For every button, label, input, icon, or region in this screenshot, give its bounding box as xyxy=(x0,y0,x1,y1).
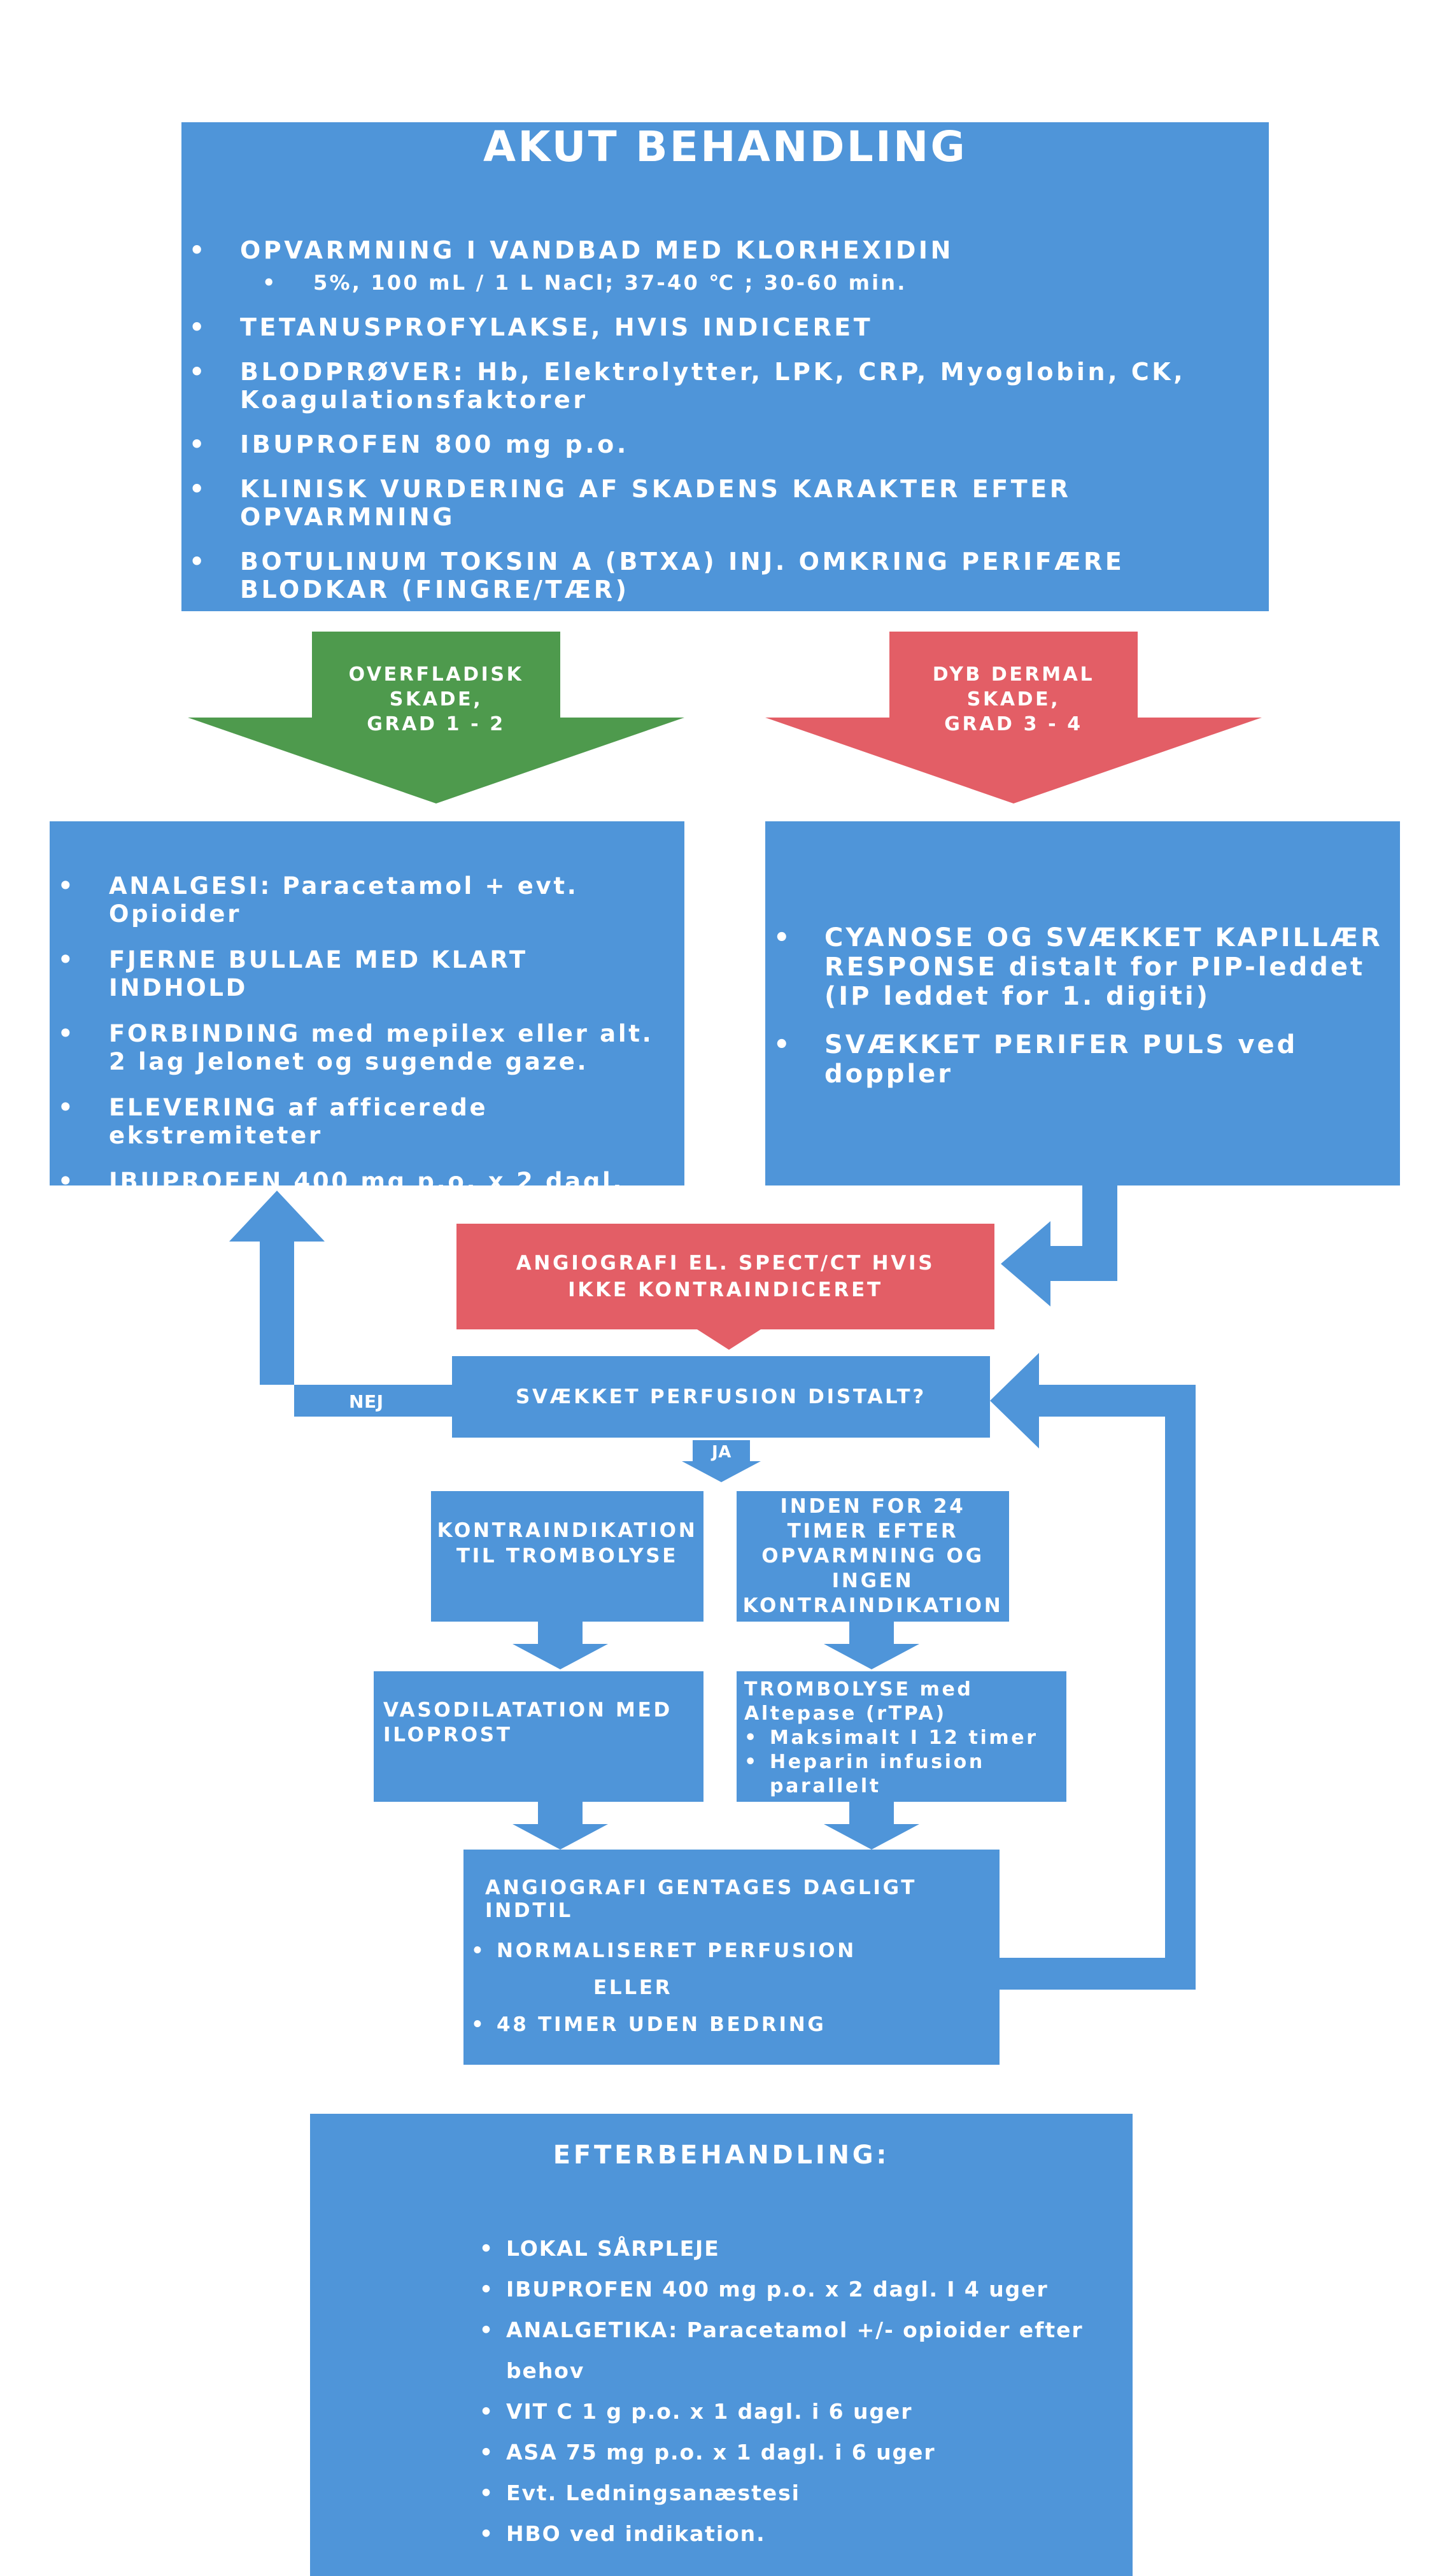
after-item-asa: ASA 75 mg p.o. x 1 dagl. i 6 uger xyxy=(479,2432,1111,2473)
perfusion-question-text: SVÆKKET PERFUSION DISTALT? xyxy=(516,1385,926,1408)
vasodilatation-box: VASODILATATION MED ILOPROST xyxy=(374,1671,703,1802)
after-title: EFTERBEHANDLING: xyxy=(553,2141,890,2170)
acute-item-warming: OPVARMNING I VANDBAD MED KLORHEXIDIN xyxy=(189,236,1246,265)
deep-arrow-label: DYB DERMAL SKADE, GRAD 3 - 4 xyxy=(889,662,1138,737)
after-item-analgesics: ANALGETIKA: Paracetamol +/- opioider eft… xyxy=(479,2310,1111,2391)
acute-item-tetanus: TETANUSPROFYLAKSE, HVIS INDICERET xyxy=(189,313,1246,341)
superficial-list: ANALGESI: Paracetamol + evt. Opioider FJ… xyxy=(58,872,669,1196)
superficial-label-line1: OVERFLADISK xyxy=(348,663,524,686)
after-list: LOKAL SÅRPLEJE IBUPROFEN 400 mg p.o. x 2… xyxy=(479,2228,1111,2554)
thrombolysis-item-max: Maksimalt I 12 timer xyxy=(744,1726,1060,1750)
vasodilatation-text: VASODILATATION MED ILOPROST xyxy=(383,1699,672,1746)
after-item-vitc: VIT C 1 g p.o. x 1 dagl. i 6 uger xyxy=(479,2391,1111,2432)
deep-list: CYANOSE OG SVÆKKET KAPILLÆR RESPONSE dis… xyxy=(774,923,1385,1089)
deep-label-line2: SKADE, xyxy=(966,688,1061,711)
acute-treatment-box: AKUT BEHANDLING OPVARMNING I VANDBAD MED… xyxy=(181,122,1269,611)
angio-pointer xyxy=(697,1329,761,1350)
thrombolysis-box: TROMBOLYSE med Altepase (rTPA) Maksimalt… xyxy=(737,1671,1066,1802)
acute-list: OPVARMNING I VANDBAD MED KLORHEXIDIN xyxy=(189,236,1246,265)
thrombolysis-item-heparin: Heparin infusion parallelt xyxy=(744,1750,1060,1799)
down-arrow-4 xyxy=(824,1802,919,1850)
deep-item-pulse: SVÆKKET PERIFER PULS ved doppler xyxy=(774,1030,1385,1089)
down-arrow-1 xyxy=(512,1622,608,1669)
deep-label-line1: DYB DERMAL xyxy=(932,663,1095,686)
after-treatment-box: EFTERBEHANDLING: LOKAL SÅRPLEJE IBUPROFE… xyxy=(310,2114,1133,2576)
repeat-or: ELLER xyxy=(593,1976,673,1999)
thrombolysis-title: TROMBOLYSE med Altepase (rTPA) xyxy=(744,1678,973,1725)
superficial-label-line2: SKADE, xyxy=(389,688,483,711)
deep-label-line3: GRAD 3 - 4 xyxy=(944,713,1083,735)
repeat-item-normalized: NORMALISERET PERFUSION xyxy=(471,1932,856,1969)
superficial-label-line3: GRAD 1 - 2 xyxy=(367,713,505,735)
deep-box: CYANOSE OG SVÆKKET KAPILLÆR RESPONSE dis… xyxy=(765,821,1400,1185)
deep-item-cyanosis: CYANOSE OG SVÆKKET KAPILLÆR RESPONSE dis… xyxy=(774,923,1385,1011)
superficial-item-ibuprofen: IBUPROFEN 400 mg p.o. x 2 dagl. xyxy=(58,1168,669,1196)
contraindication-text: KONTRAINDIKATION TIL TROMBOLYSE xyxy=(437,1519,698,1568)
superficial-box: ANALGESI: Paracetamol + evt. Opioider FJ… xyxy=(50,821,684,1196)
loop-arrow xyxy=(990,1353,1196,1990)
thrombolysis-list: Maksimalt I 12 timer Heparin infusion pa… xyxy=(744,1726,1060,1799)
no-arrow xyxy=(229,1191,452,1417)
acute-item-botulinum: BOTULINUM TOKSIN A (BTXA) INJ. OMKRING P… xyxy=(189,548,1246,604)
acute-list-rest: TETANUSPROFYLAKSE, HVIS INDICERET BLODPR… xyxy=(189,313,1246,604)
after-item-nerve-block: Evt. Ledningsanæstesi xyxy=(479,2473,1111,2514)
repeat-angio-box: ANGIOGRAFI GENTAGES DAGLIGT INDTIL NORMA… xyxy=(463,1850,1000,2065)
down-arrow-3 xyxy=(512,1802,608,1850)
within-24h-box: INDEN FOR 24 TIMER EFTER OPVARMNING OG I… xyxy=(737,1491,1009,1622)
no-label: NEJ xyxy=(349,1391,384,1412)
acute-item-blood: BLODPRØVER: Hb, Elektrolytter, LPK, CRP,… xyxy=(189,358,1246,414)
acute-title: AKUT BEHANDLING xyxy=(483,122,967,171)
superficial-item-analgesia: ANALGESI: Paracetamol + evt. Opioider xyxy=(58,872,669,928)
acute-item-ibuprofen: IBUPROFEN 800 mg p.o. xyxy=(189,430,1246,458)
perfusion-question-box: SVÆKKET PERFUSION DISTALT? xyxy=(452,1356,990,1438)
superficial-item-dressing: FORBINDING med mepilex eller alt. 2 lag … xyxy=(58,1020,669,1076)
angiography-text: ANGIOGRAFI EL. SPECT/CT HVIS IKKE KONTRA… xyxy=(516,1252,935,1301)
acute-item-assessment: KLINISK VURDERING AF SKADENS KARAKTER EF… xyxy=(189,475,1246,531)
repeat-list: NORMALISERET PERFUSION ELLER 48 TIMER UD… xyxy=(471,1932,856,2043)
angiography-box: ANGIOGRAFI EL. SPECT/CT HVIS IKKE KONTRA… xyxy=(456,1224,994,1329)
superficial-item-bullae: FJERNE BULLAE MED KLART INDHOLD xyxy=(58,946,669,1002)
within-24h-text: INDEN FOR 24 TIMER EFTER OPVARMNING OG I… xyxy=(742,1495,1003,1617)
yes-arrow xyxy=(682,1440,761,1482)
after-item-ibuprofen: IBUPROFEN 400 mg p.o. x 2 dagl. I 4 uger xyxy=(479,2269,1111,2310)
repeat-title: ANGIOGRAFI GENTAGES DAGLIGT INDTIL xyxy=(485,1876,917,1922)
acute-subitem: 5%, 100 mL / 1 L NaCl; 37-40 ℃ ; 30-60 m… xyxy=(262,270,907,295)
repeat-item-48h: 48 TIMER UDEN BEDRING xyxy=(471,2006,856,2043)
after-item-hbo: HBO ved indikation. xyxy=(479,2514,1111,2554)
acute-sublist: 5%, 100 mL / 1 L NaCl; 37-40 ℃ ; 30-60 m… xyxy=(262,270,907,295)
deep-to-angio-connector xyxy=(1001,1185,1117,1306)
deep-arrow xyxy=(765,632,1262,803)
superficial-arrow xyxy=(188,632,684,803)
contraindication-box: KONTRAINDIKATION TIL TROMBOLYSE xyxy=(431,1491,703,1622)
down-arrow-2 xyxy=(824,1622,919,1669)
superficial-item-elevation: ELEVERING af afficerede ekstremiteter xyxy=(58,1094,669,1150)
superficial-arrow-label: OVERFLADISK SKADE, GRAD 1 - 2 xyxy=(312,662,560,737)
yes-label: JA xyxy=(712,1443,732,1462)
after-item-wound: LOKAL SÅRPLEJE xyxy=(479,2228,1111,2269)
